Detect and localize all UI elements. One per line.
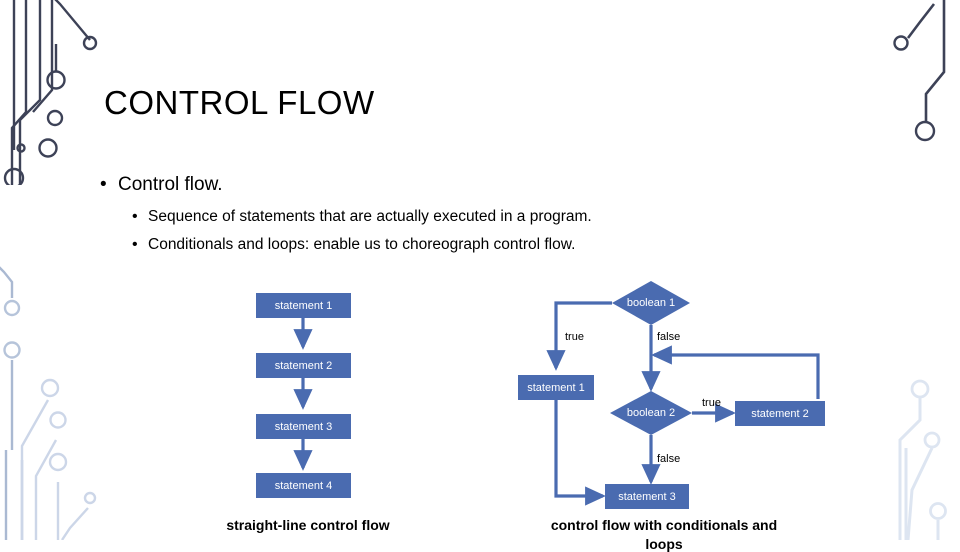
edge-label-boolean2-true: true (702, 397, 721, 409)
edge-label-boolean2-false: false (657, 453, 681, 465)
flow-node-label: boolean 2 (626, 407, 676, 419)
circuit-decoration-bottom-right (898, 379, 947, 540)
flow-node-label: boolean 1 (626, 297, 676, 309)
diagram-right-caption-line2: loops (645, 536, 683, 552)
flow-node-label: statement 2 (274, 359, 333, 372)
circuit-decoration-top-right (893, 0, 946, 142)
flow-node-label: statement 3 (274, 420, 333, 433)
bullet-dot-icon: • (100, 174, 107, 195)
flow-node-statement-1[interactable]: statement 1 (256, 293, 351, 318)
bullet-level2-text: Sequence of statements that are actually… (148, 208, 592, 225)
diagram-right-caption: control flow with conditionals and (550, 517, 778, 533)
edge-label-boolean1-true: true (565, 331, 584, 343)
flow-node-statement-4[interactable]: statement 4 (256, 473, 351, 498)
flow-node-label: statement 4 (274, 479, 333, 492)
bullet-dot-icon: • (132, 236, 138, 253)
circuit-decoration-bottom-left (0, 266, 97, 540)
bullet-level2-text: Conditionals and loops: enable us to cho… (148, 236, 576, 253)
flow-node-label: statement 2 (751, 407, 809, 420)
flow-node-right-statement-3[interactable]: statement 3 (605, 484, 689, 509)
bullet-level1-text: Control flow. (118, 174, 223, 195)
flow-node-label: statement 3 (618, 490, 676, 503)
flow-node-right-statement-2[interactable]: statement 2 (735, 401, 825, 426)
diagram-left-caption: straight-line control flow (226, 517, 390, 533)
bullet-level2: • Conditionals and loops: enable us to c… (96, 236, 592, 254)
bullet-level2: • Sequence of statements that are actual… (96, 208, 592, 226)
flow-node-boolean-1[interactable]: boolean 1 (611, 293, 691, 313)
bullet-level1: • Control flow. (96, 174, 592, 196)
bullet-dot-icon: • (132, 208, 138, 225)
flow-node-label: statement 1 (527, 381, 585, 394)
flow-node-statement-2[interactable]: statement 2 (256, 353, 351, 378)
edge-label-boolean1-false: false (657, 331, 681, 343)
flow-node-statement-3[interactable]: statement 3 (256, 414, 351, 439)
flow-node-label: statement 1 (274, 299, 333, 312)
bullet-sublist: • Sequence of statements that are actual… (96, 208, 592, 254)
page-title: CONTROL FLOW (104, 84, 375, 121)
flow-node-boolean-2[interactable]: boolean 2 (611, 403, 691, 423)
circuit-decoration-top-left (3, 0, 98, 185)
bullet-list: • Control flow. • Sequence of statements… (96, 174, 592, 264)
flow-node-right-statement-1[interactable]: statement 1 (518, 375, 594, 400)
flowchart-connector-layer (293, 281, 820, 506)
